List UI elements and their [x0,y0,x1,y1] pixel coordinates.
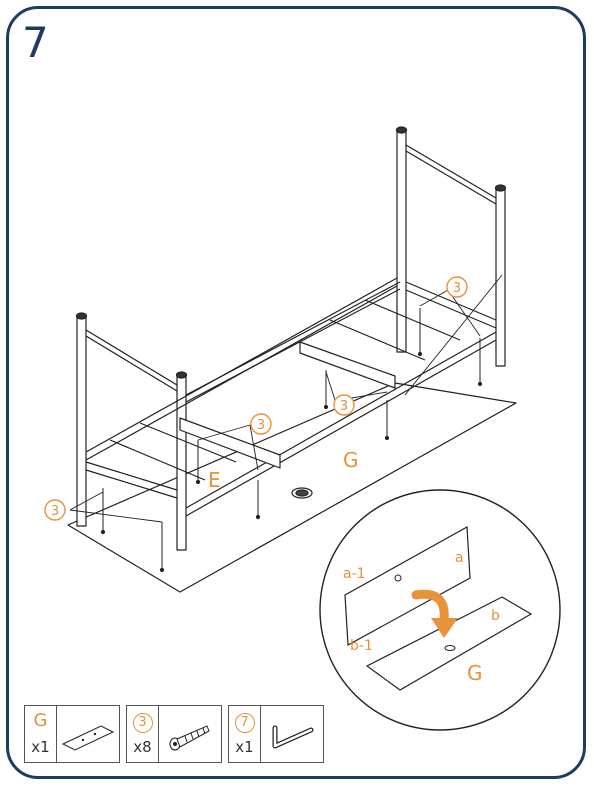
label-b: b [491,608,500,624]
long-rails [85,277,497,517]
left-leg-frame [75,312,188,551]
label-a: a [455,550,464,566]
inset-panel-g [365,596,533,691]
inset-panel-a [344,526,471,646]
step-frame [6,6,586,779]
screw-callout-right: 3 [446,276,468,298]
panel-icon [57,706,121,762]
rotate-arrow-icon [411,589,458,638]
label-b1: b-1 [350,638,373,654]
inset-detail: a-1 a b b-1 G [319,489,561,731]
cross-slats [109,299,461,481]
part-box-screw: 3 x8 [126,705,222,763]
part-id: 7 [234,713,255,733]
svg-text:3: 3 [257,418,265,433]
label-inset-g: G [467,661,483,685]
callout-leaders [69,274,503,523]
svg-text:3: 3 [453,281,461,296]
screw-icon [159,706,223,762]
part-id: G [33,710,48,731]
hex-key-icon [261,706,325,762]
part-box-g: G x1 [24,705,120,763]
label-panel-g: G [343,448,359,472]
part-qty: x8 [133,738,152,756]
screw-pins [100,308,483,573]
label-part-e: E [208,468,221,492]
right-leg-frame [395,126,507,367]
part-box-hex-key: 7 x1 [228,705,324,763]
cable-hole [291,487,313,499]
part-qty: x1 [235,738,254,756]
part-qty: x1 [31,738,50,756]
screw-callout-middle: 3 [333,394,355,416]
svg-text:3: 3 [340,399,348,414]
screw-callout-center: 3 [250,413,272,435]
part-id: 3 [132,713,153,733]
svg-text:3: 3 [51,504,59,519]
screw-callout-left: 3 [44,499,66,521]
label-a1: a-1 [343,566,366,582]
step-number: 7 [22,18,49,67]
